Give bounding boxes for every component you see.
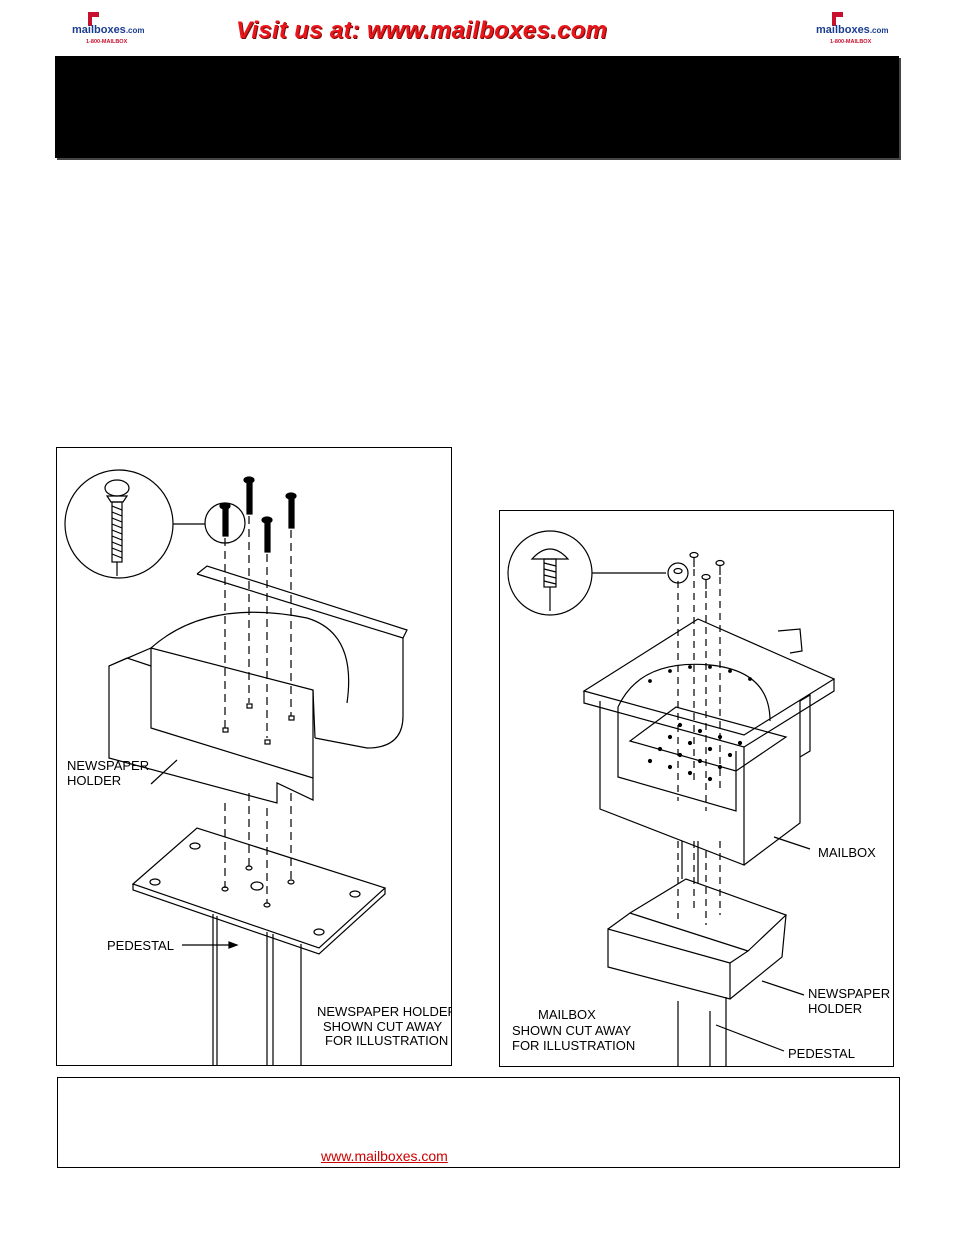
label-newspaper-holder-line1: NEWSPAPER (808, 986, 890, 1001)
label-newspaper-holder-line2: HOLDER (67, 773, 121, 788)
logo-phone: 1-800-MAILBOX (830, 39, 872, 45)
mailboxes-logo-left: mailboxes.com 1-800-MAILBOX (72, 10, 145, 45)
logo-suffix: .com (125, 26, 145, 35)
caption-line2: SHOWN CUT AWAY (512, 1023, 632, 1038)
footer-box: www.mailboxes.com (57, 1077, 900, 1168)
mailbox-flag-icon (832, 12, 843, 26)
caption-line3: FOR ILLUSTRATION (512, 1038, 635, 1053)
logo-text: mailboxes (816, 24, 870, 36)
logo-suffix: .com (869, 26, 889, 35)
label-newspaper-holder-line1: NEWSPAPER (67, 758, 149, 773)
newspaper-holder-diagram: NEWSPAPER HOLDER PEDESTAL NEWSPAPER HOLD… (64, 469, 451, 1065)
caption-line2: SHOWN CUT AWAY (323, 1019, 443, 1034)
label-mailbox: MAILBOX (818, 845, 876, 860)
footer-website-link[interactable]: www.mailboxes.com (321, 1148, 448, 1164)
label-pedestal: PEDESTAL (788, 1046, 855, 1061)
visit-us-banner-text[interactable]: Visit us at: www.mailboxes.com (236, 17, 608, 44)
logo-text: mailboxes (72, 24, 126, 36)
caption-line1: NEWSPAPER HOLDER (317, 1004, 451, 1019)
mailbox-diagram: MAILBOX NEWSPAPER HOLDER PEDESTAL MAILBO… (507, 530, 890, 1066)
label-newspaper-holder-line2: HOLDER (808, 1001, 862, 1016)
caption-line3: FOR ILLUSTRATION (325, 1033, 448, 1048)
caption-line1: MAILBOX (538, 1007, 596, 1022)
mailboxes-logo-right: mailboxes.com 1-800-MAILBOX (816, 10, 889, 45)
screw-head-icon (104, 479, 130, 497)
title-banner (55, 56, 899, 158)
mailbox-flag-icon (88, 12, 99, 26)
bolt-head-icon (530, 548, 570, 560)
label-pedestal: PEDESTAL (107, 938, 174, 953)
logo-phone: 1-800-MAILBOX (86, 39, 128, 45)
figure-newspaper-holder-assembly: NEWSPAPER HOLDER PEDESTAL NEWSPAPER HOLD… (56, 447, 452, 1066)
figure-mailbox-assembly: MAILBOX NEWSPAPER HOLDER PEDESTAL MAILBO… (499, 510, 894, 1067)
